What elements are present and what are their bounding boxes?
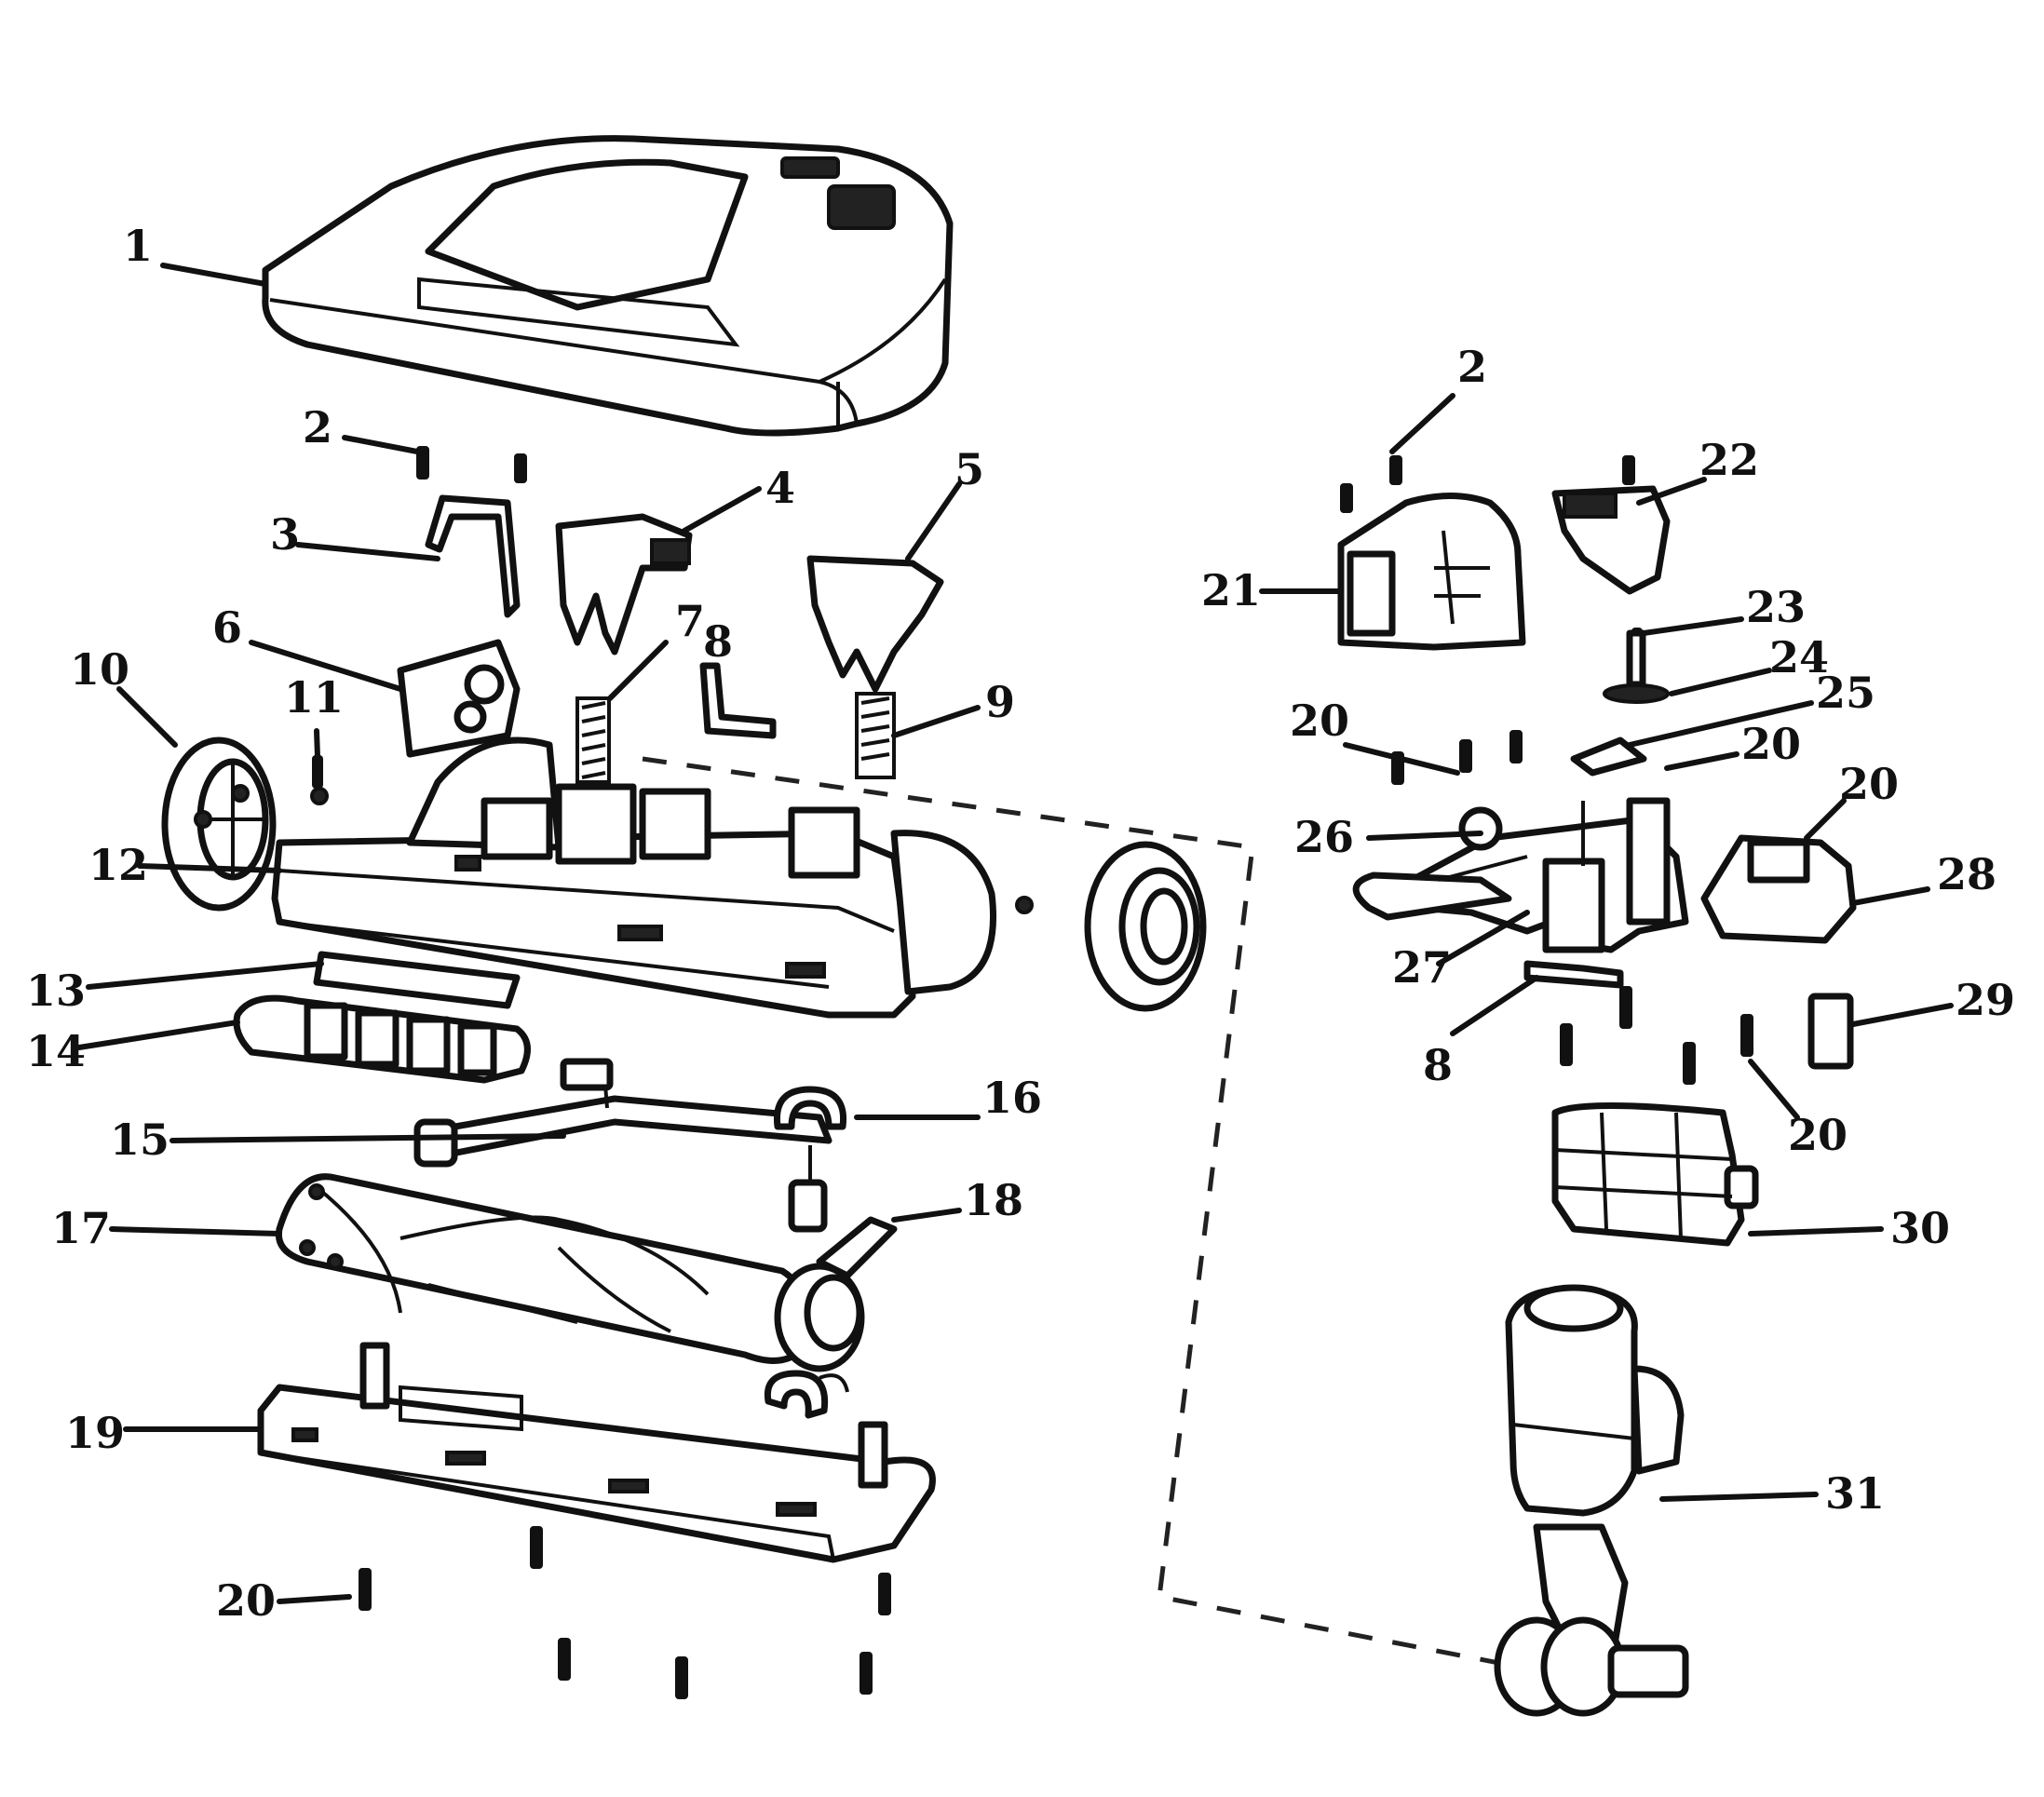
part-29-pad bbox=[1807, 993, 1854, 1070]
part-8-pin bbox=[699, 662, 777, 739]
part-13-strip bbox=[313, 951, 521, 1009]
label-27: 27 bbox=[1392, 942, 1452, 993]
label-15: 15 bbox=[110, 1115, 169, 1165]
label-1: 1 bbox=[123, 221, 153, 271]
label-3: 3 bbox=[270, 509, 300, 560]
part-15-axle bbox=[413, 1058, 832, 1233]
label-17: 17 bbox=[51, 1203, 111, 1253]
label-9: 9 bbox=[985, 677, 1015, 727]
part-6-plate bbox=[397, 639, 521, 758]
part-5-clip bbox=[806, 555, 944, 693]
part-26-27-assembly bbox=[1352, 797, 1689, 953]
part-24-washer bbox=[1603, 683, 1670, 704]
label-20-upper-left: 20 bbox=[1290, 696, 1349, 746]
hose-path-dashed bbox=[642, 756, 1519, 1669]
label-23: 23 bbox=[1746, 582, 1806, 632]
leader-lines bbox=[76, 263, 1954, 1604]
label-13: 13 bbox=[26, 966, 86, 1016]
label-20-bottom-left: 20 bbox=[216, 1575, 276, 1626]
part-11-bolt bbox=[310, 787, 329, 805]
label-2-left: 2 bbox=[303, 402, 332, 453]
label-10: 10 bbox=[70, 644, 129, 695]
part-31-swivel-tube bbox=[1494, 1284, 1689, 1717]
part-9-spring bbox=[855, 692, 896, 779]
part-10-wheel bbox=[161, 736, 277, 912]
label-20-right: 20 bbox=[1839, 759, 1899, 809]
part-22-switch bbox=[1551, 485, 1671, 595]
label-6: 6 bbox=[212, 602, 242, 653]
label-25: 25 bbox=[1816, 668, 1875, 718]
part-21-cover bbox=[1337, 493, 1526, 651]
label-22: 22 bbox=[1699, 435, 1759, 485]
label-31: 31 bbox=[1825, 1468, 1885, 1519]
part-14-guard bbox=[233, 994, 531, 1084]
part-18-end-cap bbox=[774, 1216, 898, 1372]
label-16: 16 bbox=[982, 1073, 1042, 1123]
part-8-pin-right bbox=[1523, 960, 1624, 989]
label-21: 21 bbox=[1201, 565, 1261, 615]
part-7-spring bbox=[575, 696, 611, 784]
part-25-tab bbox=[1570, 736, 1647, 777]
label-8-right: 8 bbox=[1423, 1040, 1453, 1090]
part-3-rod bbox=[425, 494, 521, 618]
label-5: 5 bbox=[954, 444, 984, 494]
screw-parts bbox=[312, 446, 1753, 1699]
label-8-left: 8 bbox=[703, 616, 733, 667]
label-4: 4 bbox=[765, 463, 795, 513]
label-28: 28 bbox=[1937, 849, 1997, 899]
label-20-upper-right: 20 bbox=[1741, 719, 1801, 769]
label-11: 11 bbox=[284, 672, 344, 723]
part-30-motor bbox=[1551, 1102, 1759, 1247]
part-12-chassis bbox=[271, 736, 1034, 1019]
label-7: 7 bbox=[675, 596, 705, 646]
part-23-pin bbox=[1626, 629, 1646, 688]
part-19-base-plate bbox=[257, 1342, 936, 1563]
label-29: 29 bbox=[1956, 975, 2015, 1025]
label-26: 26 bbox=[1294, 812, 1354, 862]
label-19: 19 bbox=[65, 1408, 125, 1458]
part-16-clip bbox=[773, 1086, 847, 1130]
part-17-brush-roll bbox=[275, 1173, 811, 1364]
part-1-hood-cover bbox=[262, 135, 954, 437]
label-18: 18 bbox=[964, 1175, 1023, 1225]
label-20-lower-right: 20 bbox=[1788, 1110, 1848, 1160]
label-30: 30 bbox=[1890, 1203, 1950, 1253]
label-24: 24 bbox=[1769, 632, 1829, 682]
right-wheel bbox=[1084, 841, 1207, 1012]
lower-clip bbox=[764, 1370, 849, 1419]
part-28-block bbox=[1700, 834, 1857, 944]
label-12: 12 bbox=[88, 840, 148, 890]
part-4-clip bbox=[555, 513, 693, 655]
label-14: 14 bbox=[26, 1026, 86, 1076]
callout-labels: 1 2 3 4 5 6 7 8 9 10 11 12 13 14 15 16 1… bbox=[26, 221, 2015, 1626]
label-2-right: 2 bbox=[1457, 342, 1487, 392]
